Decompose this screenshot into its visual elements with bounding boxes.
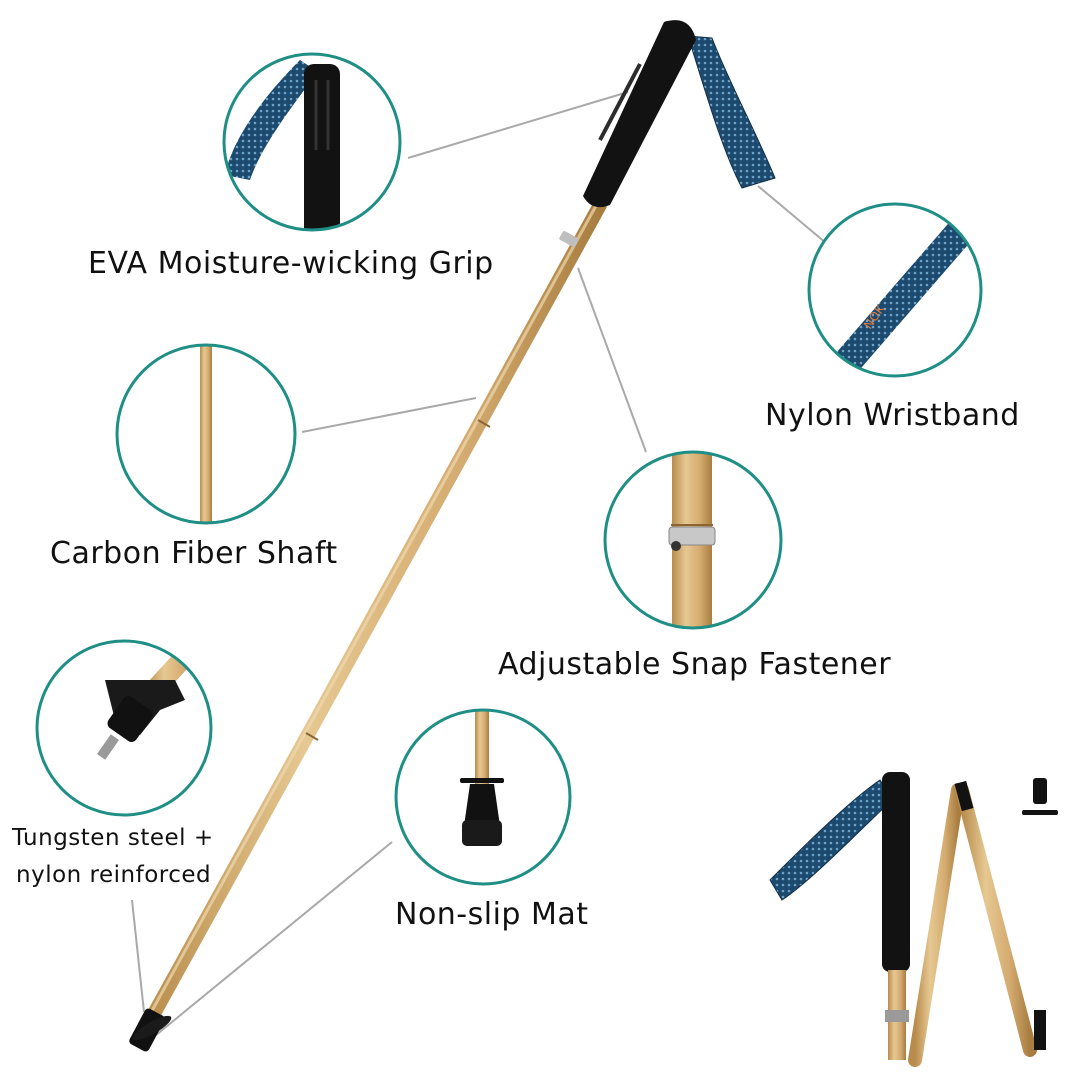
leader-line-grip xyxy=(407,91,629,159)
folded-pole xyxy=(769,772,1058,1067)
strap xyxy=(687,35,776,189)
leader-line-tip xyxy=(131,899,145,1013)
leader-lines xyxy=(131,91,827,1041)
leader-line-snap xyxy=(577,267,647,453)
detail-circle-mat xyxy=(394,708,572,886)
detail-circle-snap xyxy=(603,450,783,630)
label-wristband: Nylon Wristband xyxy=(765,398,1020,433)
leader-line-wristband xyxy=(757,185,827,244)
main-pole xyxy=(129,20,776,1052)
label-tip-line2: nylon reinforced xyxy=(16,862,212,888)
detail-circle-grip xyxy=(222,52,402,232)
leader-line-shaft xyxy=(301,397,477,433)
label-grip: EVA Moisture-wicking Grip xyxy=(88,246,494,281)
detail-circle-shaft xyxy=(115,343,297,525)
detail-circle-tip xyxy=(35,639,213,817)
label-shaft: Carbon Fiber Shaft xyxy=(50,536,338,571)
label-tip-line1: Tungsten steel + xyxy=(12,825,214,851)
label-snap: Adjustable Snap Fastener xyxy=(498,647,892,682)
label-mat: Non-slip Mat xyxy=(395,897,589,932)
detail-circle-wristband: NOK xyxy=(807,202,983,378)
leader-line-mat xyxy=(149,841,393,1041)
